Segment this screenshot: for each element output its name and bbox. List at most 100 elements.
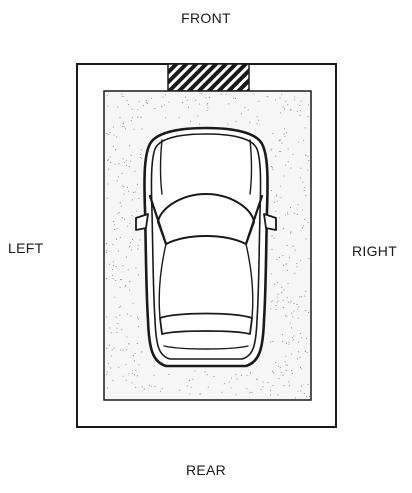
floor-speckle <box>129 245 130 247</box>
floor-speckle <box>113 265 114 267</box>
floor-speckle <box>123 126 125 127</box>
floor-speckle <box>286 342 287 344</box>
floor-speckle <box>168 101 170 103</box>
floor-speckle <box>112 243 114 245</box>
floor-speckle <box>125 379 127 381</box>
floor-speckle <box>286 315 288 317</box>
floor-speckle <box>283 385 285 387</box>
floor-speckle <box>137 183 138 185</box>
floor-speckle <box>235 98 236 100</box>
floor-speckle <box>112 261 114 263</box>
floor-speckle <box>294 397 296 399</box>
floor-speckle <box>281 292 283 294</box>
floor-speckle <box>281 142 283 144</box>
floor-speckle <box>305 290 307 292</box>
floor-speckle <box>130 249 132 251</box>
floor-speckle <box>294 96 296 98</box>
floor-speckle <box>160 105 162 107</box>
floor-speckle <box>107 363 109 365</box>
floor-speckle <box>288 341 290 343</box>
floor-speckle <box>272 370 274 372</box>
floor-speckle <box>139 157 141 159</box>
floor-speckle <box>299 333 301 334</box>
floor-speckle <box>270 165 272 167</box>
floor-speckle <box>309 396 310 398</box>
floor-speckle <box>189 393 191 395</box>
floor-speckle <box>136 375 138 377</box>
floor-speckle <box>109 156 111 158</box>
floor-speckle <box>153 374 155 376</box>
floor-speckle <box>178 389 180 391</box>
floor-speckle <box>299 296 301 298</box>
floor-speckle <box>112 126 114 128</box>
floor-speckle <box>279 112 281 114</box>
floor-speckle <box>200 393 202 395</box>
floor-speckle <box>300 366 301 368</box>
floor-speckle <box>271 190 273 191</box>
floor-speckle <box>122 265 124 267</box>
floor-speckle <box>294 272 296 274</box>
floor-speckle <box>106 373 107 375</box>
floor-speckle <box>162 96 164 98</box>
floor-speckle <box>135 210 137 212</box>
floor-speckle <box>220 94 222 95</box>
floor-speckle <box>141 157 143 159</box>
floor-speckle <box>116 332 118 333</box>
floor-speckle <box>271 166 273 168</box>
floor-speckle <box>294 249 296 251</box>
floor-speckle <box>112 145 114 147</box>
floor-speckle <box>307 104 309 106</box>
floor-speckle <box>293 212 295 214</box>
floor-speckle <box>126 164 127 166</box>
floor-speckle <box>126 349 128 351</box>
floor-speckle <box>106 278 108 279</box>
floor-speckle <box>275 194 277 196</box>
floor-speckle <box>275 99 277 101</box>
floor-speckle <box>279 139 281 141</box>
floor-speckle <box>206 104 208 106</box>
floor-speckle <box>206 110 208 112</box>
floor-speckle <box>161 387 163 389</box>
floor-speckle <box>110 367 112 369</box>
floor-speckle <box>154 108 156 109</box>
floor-speckle <box>199 123 200 125</box>
floor-speckle <box>291 337 293 339</box>
floor-speckle <box>272 168 274 170</box>
floor-speckle <box>307 169 309 171</box>
floor-speckle <box>110 355 112 357</box>
floor-speckle <box>244 106 246 108</box>
floor-speckle <box>284 136 286 137</box>
floor-speckle <box>120 279 121 281</box>
car-mirror-right <box>263 213 277 231</box>
floor-speckle <box>195 99 197 101</box>
floor-speckle <box>276 195 278 197</box>
floor-speckle <box>300 390 302 392</box>
floor-speckle <box>282 299 284 301</box>
floor-speckle <box>188 380 190 381</box>
floor-speckle <box>147 102 148 104</box>
floor-speckle <box>304 186 306 188</box>
car-trunk-line <box>163 345 249 350</box>
floor-speckle <box>137 248 139 250</box>
floor-speckle <box>118 163 120 165</box>
floor-speckle <box>292 316 294 318</box>
floor-speckle <box>280 371 282 373</box>
floor-speckle <box>276 296 278 298</box>
floor-speckle <box>107 158 109 160</box>
floor-speckle <box>285 263 287 265</box>
floor-speckle <box>296 263 298 264</box>
floor-speckle <box>277 293 279 295</box>
floor-speckle <box>281 334 283 336</box>
floor-speckle <box>120 205 122 207</box>
floor-speckle <box>270 273 272 275</box>
car-body-outer <box>143 126 269 368</box>
floor-speckle <box>280 151 282 152</box>
floor-speckle <box>119 202 121 204</box>
floor-speckle <box>270 394 271 396</box>
floor-speckle <box>284 361 286 363</box>
floor-speckle <box>122 123 124 125</box>
floor-speckle <box>165 117 167 119</box>
floor-speckle <box>132 302 134 304</box>
floor-speckle <box>126 313 128 315</box>
floor-speckle <box>120 305 122 307</box>
